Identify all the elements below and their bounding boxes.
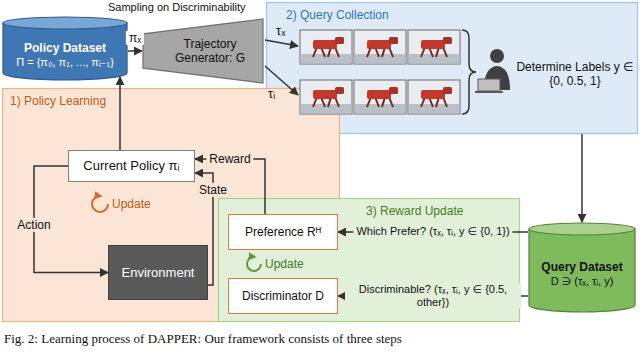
environment-box: Environment: [108, 245, 208, 300]
node-text: Policy Dataset: [24, 41, 106, 55]
label-holder: Sampling on Discriminability: [108, 1, 246, 14]
edge-label-holder: Which Prefer? (τₓ, τᵢ, y ∈ {0, 1}): [353, 225, 512, 238]
dataset-cylinder: Policy DatasetΠ = {π₀, π₁, ..., πᵢ₋₁}: [2, 16, 128, 80]
node-text: Query Dataset: [541, 260, 622, 274]
query-dataset-cylinder: Query DatasetD ∋ (τₓ, τᵢ, y): [528, 222, 636, 312]
edge-label: Action: [17, 217, 50, 231]
update-label: Update: [112, 197, 151, 211]
trajectory-arrow: [265, 40, 298, 46]
trajectory-label: τᵢ: [268, 86, 275, 102]
panel-title: 1) Policy Learning: [10, 94, 106, 108]
edge-label: Reward: [209, 152, 250, 166]
label-holder: Update: [265, 257, 304, 271]
update-label: Update: [265, 257, 304, 271]
node-text: D ∋ (τₓ, τᵢ, y): [551, 275, 614, 288]
trapezoid-shape: [143, 19, 263, 83]
bracket: [462, 30, 476, 114]
annotation-text: Sampling on Discriminability: [108, 1, 246, 14]
panel-title: 2) Query Collection: [286, 8, 389, 22]
edge-label-holder: Discriminable? (τₓ, τᵢ, y ∈ {0.5, other}…: [345, 283, 521, 309]
figure-caption: Fig. 2: Learning process of DAPPER: Our …: [4, 331, 402, 347]
panel-title: 3) Reward Update: [366, 204, 463, 218]
node-text: Π = {π₀, π₁, ..., πᵢ₋₁}: [16, 56, 114, 69]
reward-box: Preference Rᴴ: [228, 214, 338, 250]
person-head: [490, 49, 504, 63]
cylinder-body: [3, 23, 127, 80]
node-text: Environment: [122, 265, 195, 281]
connector-arrow: [581, 134, 583, 222]
laptop-base: [475, 91, 503, 93]
node-text: Discriminator D: [242, 289, 324, 303]
cylinder-top: [3, 17, 127, 29]
edge-label-holder: Action: [14, 217, 53, 231]
trajectory-label: τₓ: [276, 23, 285, 39]
connector-arrow: [128, 50, 142, 52]
robot-frame: [408, 30, 460, 64]
robot-filmstrip: [300, 30, 460, 114]
label-holder: τᵢ: [268, 86, 275, 102]
connector-arrow: [195, 159, 265, 214]
cylinder-top: [529, 223, 635, 235]
annotation-text: Determine Labels y ∈ {0, 0.5, 1}: [516, 60, 634, 89]
node-text: Trajectory Generator: G: [164, 37, 256, 66]
update-loop: [92, 196, 108, 212]
update-loop: [247, 257, 261, 271]
robot-frame: [408, 80, 460, 114]
discriminator-box: Discriminator D: [228, 278, 338, 314]
robot-frame: [354, 80, 406, 114]
edge-label: Discriminable? (τₓ, τᵢ, y ∈ {0.5, other}…: [348, 283, 518, 309]
cylinder-body: [529, 229, 635, 312]
edge-label-holder: πₓ: [126, 31, 144, 45]
robot-frame: [300, 80, 352, 114]
policy-box: Current Policy πᵢ: [68, 150, 195, 182]
label-holder: Update: [112, 197, 151, 211]
edge-label-holder: State: [196, 183, 230, 197]
caption-holder: Fig. 2: Learning process of DAPPER: Our …: [4, 331, 402, 347]
robot-frame: [354, 30, 406, 64]
edge-label: State: [199, 183, 227, 197]
node-text: Current Policy πᵢ: [83, 158, 179, 174]
edge-label-holder: Reward: [206, 152, 253, 166]
node-text: Preference Rᴴ: [245, 225, 321, 239]
generator-trapezoid: Trajectory Generator: G: [142, 18, 264, 84]
label-holder: Determine Labels y ∈ {0, 0.5, 1}: [516, 60, 634, 89]
edge-label: Which Prefer? (τₓ, τᵢ, y ∈ {0, 1}): [356, 225, 509, 238]
person-icon: [475, 49, 510, 92]
edge-label: πₓ: [129, 31, 141, 45]
connector-arrow: [119, 77, 121, 150]
laptop: [478, 79, 500, 91]
robot-frame: [300, 30, 352, 64]
panel-ground: [267, 3, 638, 134]
label-holder: τₓ: [276, 23, 285, 39]
